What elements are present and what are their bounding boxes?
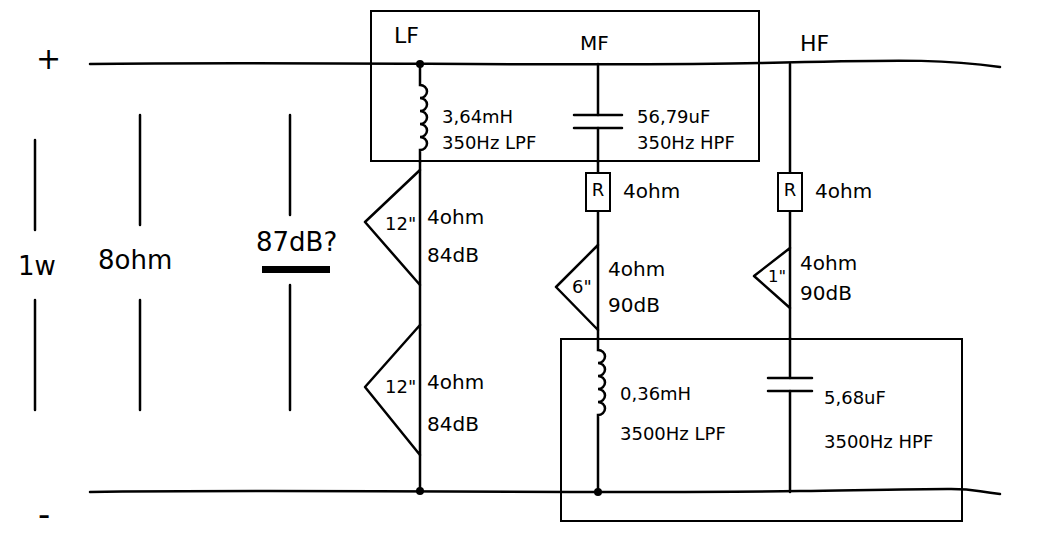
- component-value: 5,68uF 3500Hz HPF: [824, 376, 949, 464]
- component-value: 4ohm: [815, 180, 872, 202]
- wire-connector: [419, 285, 422, 325]
- wiring: [35, 61, 1000, 494]
- wire: [789, 64, 792, 172]
- wire: [789, 338, 792, 378]
- component-value: 4ohm: [623, 180, 680, 202]
- wire: [597, 128, 600, 162]
- wire: [419, 455, 422, 491]
- resistor-symbol: R 4ohm: [585, 172, 685, 212]
- component-value: 4ohm 84dB: [427, 361, 491, 445]
- component-value: 4ohm 90dB: [608, 251, 672, 323]
- woofer-speaker: 12" 4ohm 84dB: [365, 170, 495, 285]
- component-value: 3,64mH 350Hz LPF: [442, 104, 557, 156]
- dash-line: [289, 115, 292, 410]
- junction-dot: [416, 487, 424, 495]
- junction-dot: [416, 60, 424, 68]
- component-value: MF: [580, 32, 609, 54]
- symbol-label: R: [777, 180, 803, 200]
- wire: [789, 391, 792, 492]
- filter-box: 0,36mH 3500Hz LPF 5,68uF 3500Hz HPF: [560, 338, 963, 522]
- capacitor-symbol: [574, 115, 622, 128]
- component-value: LF: [394, 24, 419, 48]
- component-value: 4ohm 90dB: [800, 248, 864, 308]
- speaker-symbol: [556, 245, 598, 330]
- resistor-symbol: R 4ohm: [777, 172, 877, 212]
- symbol-label: 12": [385, 214, 416, 234]
- inductor-symbol: [598, 338, 605, 492]
- speaker-symbol: [365, 170, 420, 285]
- filter-box: LF MF 3,64mH 350Hz LPF 56,79uF 350Hz HPF: [370, 10, 760, 162]
- junction-dot: [594, 488, 602, 496]
- woofer-speaker: 12" 4ohm 84dB: [365, 325, 495, 455]
- wire-connector: [789, 212, 792, 248]
- negative-rail: [90, 489, 1000, 494]
- inductor-symbol: [420, 64, 427, 162]
- symbol-label: R: [585, 180, 611, 200]
- sensitivity-note: 87dB?: [256, 228, 337, 257]
- component-value: 0,36mH 3500Hz LPF: [620, 374, 745, 454]
- symbol-label: 1": [768, 268, 786, 286]
- speaker-symbol: [365, 325, 420, 455]
- underline: [262, 266, 330, 273]
- power-note: 1w: [18, 252, 56, 281]
- polarity-sign: +: [36, 42, 61, 75]
- speaker-symbol: [754, 248, 790, 308]
- wire-connector: [597, 162, 600, 172]
- branch-name: HF: [800, 32, 829, 56]
- polarity-sign: -: [38, 496, 50, 533]
- component-value: 4ohm 84dB: [427, 198, 491, 274]
- impedance-note: 8ohm: [98, 246, 172, 275]
- positive-rail: [90, 61, 1000, 67]
- midrange-speaker: 6" 4ohm 90dB: [556, 245, 676, 330]
- wire-connector: [789, 308, 792, 338]
- tweeter-speaker: 1" 4ohm 90dB: [754, 248, 868, 308]
- capacitor-symbol: [768, 378, 812, 391]
- component-value: 56,79uF 350Hz HPF: [637, 104, 752, 156]
- symbol-label: 6": [572, 277, 592, 297]
- wire-connector: [597, 212, 600, 245]
- wire: [597, 64, 600, 115]
- symbol-label: 12": [385, 377, 416, 397]
